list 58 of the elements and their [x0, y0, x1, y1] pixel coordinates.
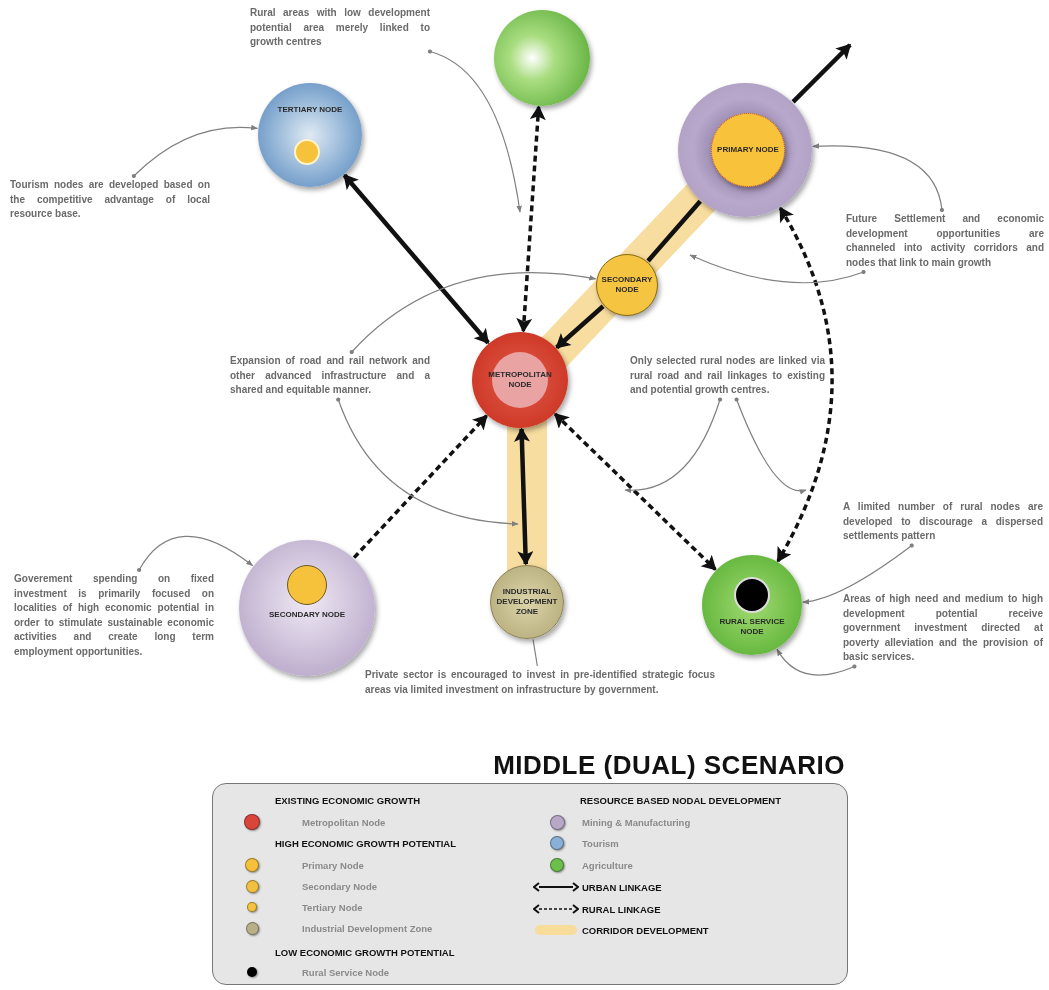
legend-text: Mining & Manufacturing: [582, 816, 691, 828]
annotation-text: Private sector is encouraged to invest in pre-identified strategic focus areas via limited investment on infrastructure by government.: [365, 668, 715, 697]
annotation-text: Only selected rural nodes are linked via rural road and rail linkages to existing and potential growth centres.: [630, 354, 825, 397]
urban-linkage-arrow: [791, 43, 852, 104]
urban-linkage-arrow: [513, 427, 534, 566]
legend-text: Metropolitan Node: [302, 816, 386, 828]
legend-heading: EXISTING ECONOMIC GROWTH: [275, 794, 421, 806]
leader-line: [131, 125, 259, 179]
rural-linkage-arrow: [776, 206, 834, 563]
annotation-text: Expansion of road and rail network and other advanced infrastructure and a shared and equitable manner.: [230, 354, 430, 397]
legend-text: Industrial Development Zone: [302, 922, 433, 934]
node-label: SECONDARY NODE: [269, 610, 345, 620]
node-circle: [596, 254, 658, 316]
leader-line: [137, 535, 254, 573]
legend-heading: RESOURCE BASED NODAL DEVELOPMENT: [580, 794, 781, 806]
node-label: INDUSTRIAL DEVELOPMENT ZONE: [495, 587, 559, 617]
legend-text: CORRIDOR DEVELOPMENT: [582, 924, 709, 936]
leader-line: [802, 543, 914, 605]
leader-line: [624, 397, 723, 493]
annotation-text: A limited number of rural nodes are developed to discourage a dispersed settlements pattern: [843, 500, 1043, 543]
legend-heading: HIGH ECONOMIC GROWTH POTENTIAL: [275, 837, 457, 849]
legend-text: URBAN LINKAGE: [582, 881, 662, 893]
node-label: SECONDARY NODE: [600, 275, 654, 295]
annotation-text: Rural areas with low development potential area merely linked to growth centres: [250, 6, 430, 49]
leader-line: [734, 397, 807, 494]
node-circle: [472, 332, 568, 428]
annotation-text: Goverement spending on fixed investment is primarily focused on localities of high economic potential in order to stimulate sustainable economic activities and create long term employment opportunities.: [14, 572, 214, 659]
leader-line: [336, 397, 519, 527]
node-label: PRIMARY NODE: [717, 145, 779, 155]
leader-line: [776, 648, 857, 676]
node-circle: [711, 113, 785, 187]
legend-text: RURAL LINKAGE: [582, 903, 661, 915]
leader-line: [812, 143, 945, 213]
legend-text: Primary Node: [302, 859, 364, 871]
legend-heading: LOW ECONOMIC GROWTH POTENTIAL: [275, 946, 455, 958]
leader-line: [532, 638, 538, 667]
annotation-text: Tourism nodes are developed based on the competitive advantage of local resource base.: [10, 178, 210, 221]
rural-linkage-arrow: [352, 414, 488, 559]
node-circle: [490, 565, 564, 639]
legend-text: Rural Service Node: [302, 966, 390, 978]
legend-text: Agriculture: [582, 859, 633, 871]
node-label: TERTIARY NODE: [277, 105, 343, 115]
rural-linkage-arrow: [516, 105, 546, 333]
annotation-text: Future Settlement and economic development opportunities are channeled into activity corridors and nodes that link to main growth: [846, 212, 1044, 270]
diagram-title: MIDDLE (DUAL) SCENARIO: [493, 750, 845, 781]
legend-text: Tourism: [582, 837, 619, 849]
urban-linkage-arrow: [342, 173, 490, 345]
leader-line: [689, 254, 866, 284]
urban-linkage-arrow: [555, 304, 605, 350]
legend-text: Secondary Node: [302, 880, 377, 892]
legend-text: Tertiary Node: [302, 901, 363, 913]
leader-line: [349, 272, 597, 355]
node-label: RURAL SERVICE NODE: [718, 617, 786, 637]
annotation-text: Areas of high need and medium to high development potential receive government investment directed at poverty alleviation and the provision of basic services.: [843, 592, 1043, 664]
node-circle: [702, 555, 802, 655]
empty-circle: [494, 10, 590, 106]
leader-line: [427, 49, 522, 213]
rural-linkage-arrow: [553, 412, 717, 571]
